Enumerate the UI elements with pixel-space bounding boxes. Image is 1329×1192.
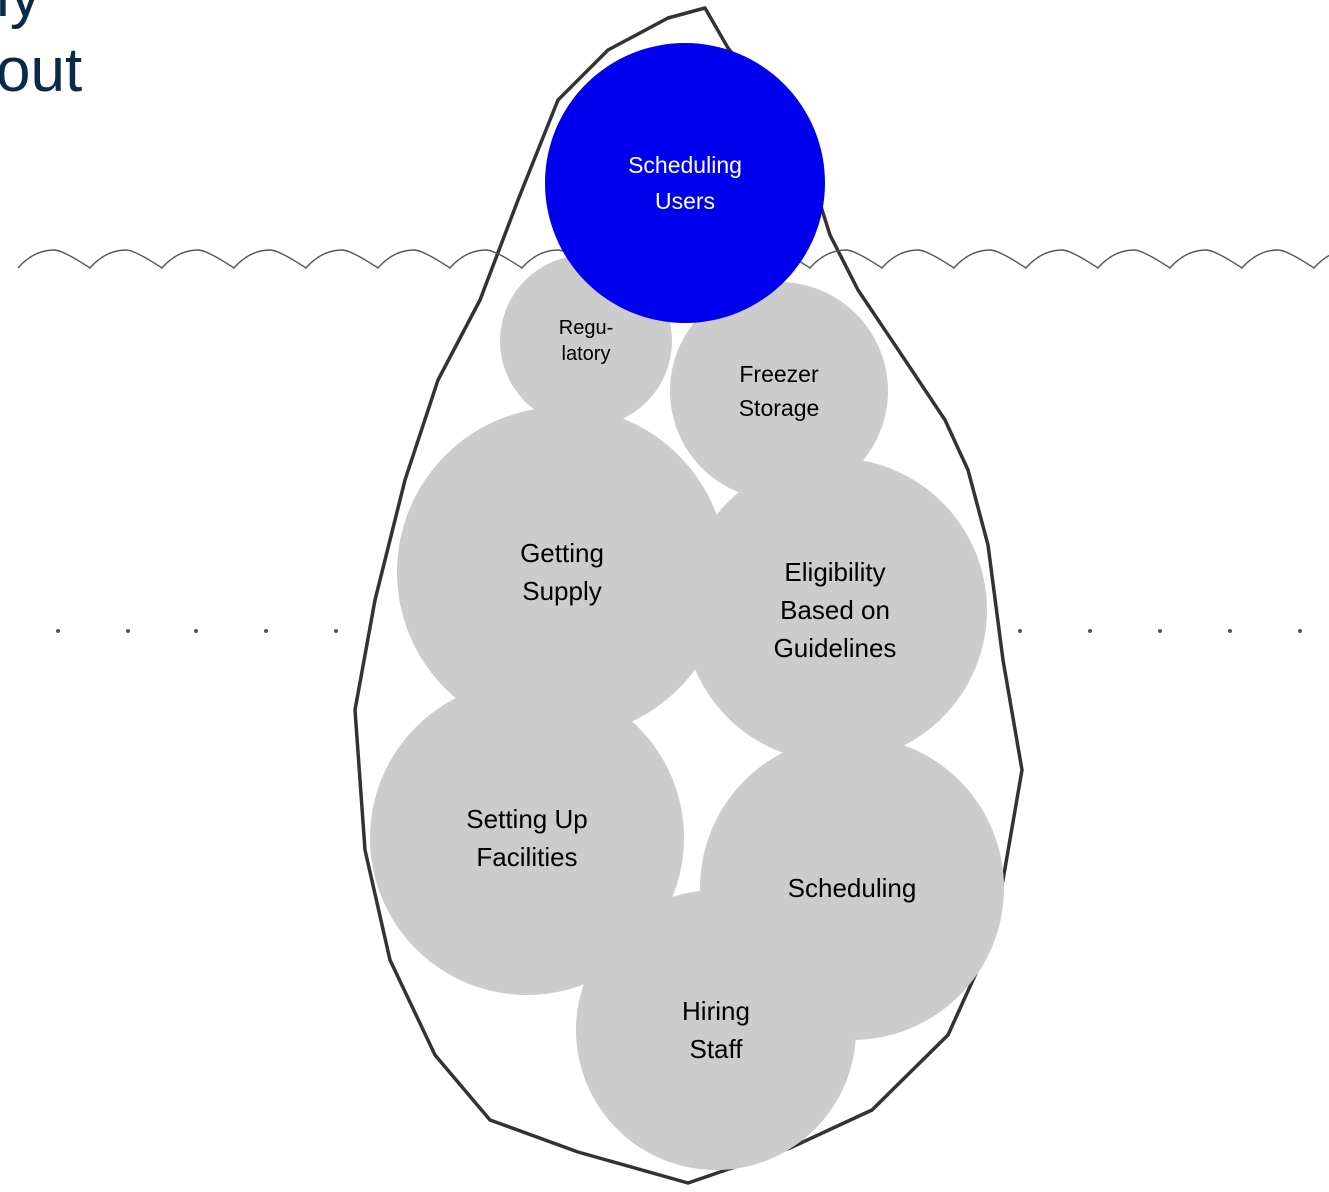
bubble-scheduling-users-label: Scheduling xyxy=(628,152,742,178)
depth-dot xyxy=(1298,629,1302,633)
depth-dot xyxy=(1018,629,1022,633)
bubble-scheduling-label: Scheduling xyxy=(788,873,917,903)
depth-dot xyxy=(194,629,198,633)
depth-dot xyxy=(1088,629,1092,633)
bubble-getting-supply-label: Getting xyxy=(520,538,604,568)
bubble-scheduling-users-circle xyxy=(545,43,825,323)
depth-dot xyxy=(1158,629,1162,633)
bubble-freezer-storage-label: Freezer xyxy=(739,361,819,387)
bubble-setting-up-facilities: Setting Up Facilities xyxy=(370,681,684,995)
iceberg-outline xyxy=(353,6,1024,1185)
bubble-hiring-staff-circle xyxy=(576,890,856,1170)
depth-dotted-line xyxy=(56,629,1302,633)
heading-line-2: out xyxy=(0,36,83,105)
bubble-regulatory-label: Regu- xyxy=(559,317,613,339)
bubble-getting-supply-circle xyxy=(397,407,727,737)
bubble-hiring-staff-label: Hiring xyxy=(682,996,750,1026)
bubble-setting-up-facilities-circle xyxy=(370,681,684,995)
depth-dot xyxy=(56,629,60,633)
heading-line-1: ly xyxy=(0,0,41,27)
depth-dot xyxy=(264,629,268,633)
bubble-eligibility-label: Guidelines xyxy=(774,633,897,663)
bubble-setting-up-facilities-label: Setting Up xyxy=(466,804,587,834)
depth-dot xyxy=(334,629,338,633)
bubble-eligibility-label: Based on xyxy=(780,595,890,625)
bubble-eligibility-circle xyxy=(683,458,987,762)
bubble-scheduling-users-label: Users xyxy=(655,188,715,214)
bubble-getting-supply-label: Supply xyxy=(522,576,602,606)
bubble-hiring-staff-label: Staff xyxy=(689,1034,743,1064)
bubble-setting-up-facilities-label: Facilities xyxy=(476,842,577,872)
depth-dot xyxy=(1228,629,1232,633)
iceberg-outline-path xyxy=(353,6,1024,1185)
bubble-freezer-storage-circle xyxy=(670,282,888,500)
bubble-freezer-storage-label: Storage xyxy=(739,395,820,421)
bubble-eligibility-label: Eligibility xyxy=(784,557,885,587)
bubble-regulatory-label: latory xyxy=(562,343,611,365)
depth-dot xyxy=(126,629,130,633)
